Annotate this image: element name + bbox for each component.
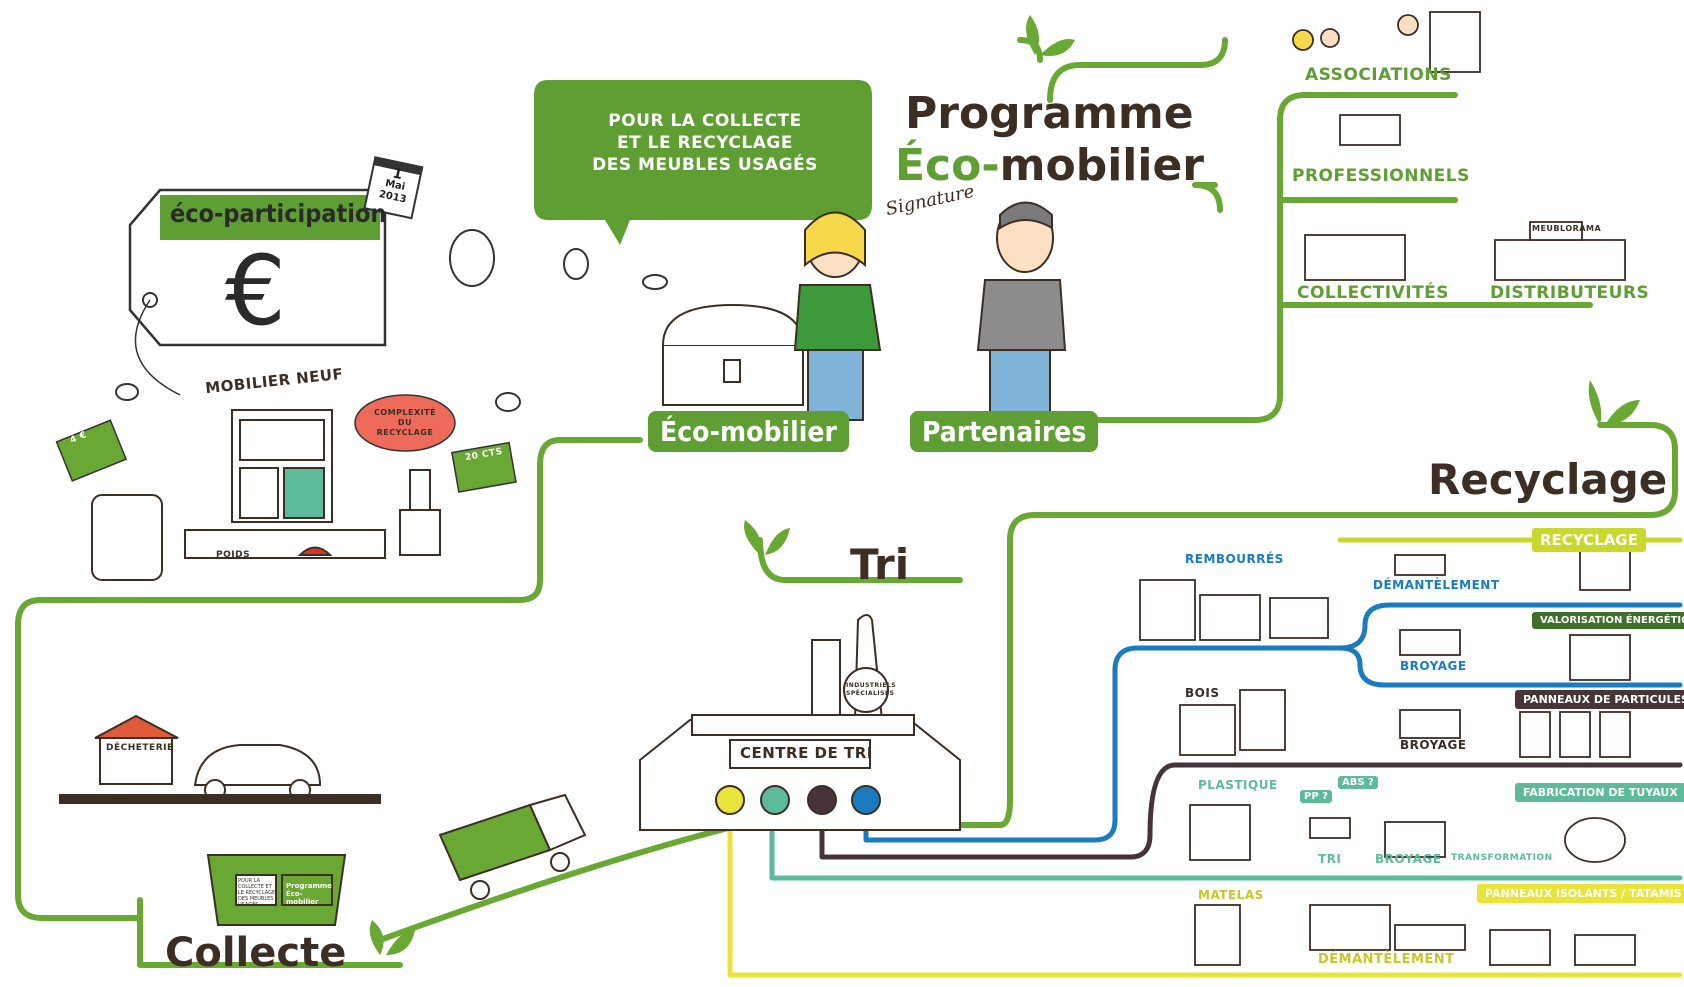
stream-transformation: TRANSFORMATION (1451, 853, 1553, 863)
eco-participation-label: éco-participation (170, 199, 387, 228)
stream-broyage-3: BROYAGE (1375, 852, 1442, 866)
tri-label: Tri (850, 540, 910, 589)
poids-label: POIDS (216, 550, 251, 560)
partner-professionnels: PROFESSIONNELS (1292, 166, 1470, 186)
recyclage-label: Recyclage (1428, 455, 1668, 504)
industriels-badge: INDUSTRIELS SPÉCIALISÉS (846, 682, 897, 698)
partner-collectivites: COLLECTIVITÉS (1297, 283, 1450, 303)
complexite-line2: DU (397, 418, 413, 427)
industriels-line2: SPÉCIALISÉS (846, 690, 895, 697)
eco-participation-tag (128, 188, 387, 396)
stream-broyage-1: BROYAGE (1400, 659, 1467, 673)
complexite-line1: COMPLEXITÉ (373, 408, 437, 417)
collecte-sketches (59, 714, 587, 926)
eco-mobilier-label: Éco-mobilier (648, 411, 849, 452)
speech-line1: POUR LA COLLECTE (608, 111, 802, 131)
partner-associations: ASSOCIATIONS (1305, 65, 1452, 85)
stream-rembourres: REMBOURRÉS (1185, 552, 1284, 566)
sorting-factory (639, 614, 961, 831)
program-title-prefix: Éco- (895, 140, 1000, 191)
treasure-chest (662, 303, 804, 406)
stream-abs-bubble: ABS ? (1338, 776, 1378, 789)
complexity-bubble (354, 394, 456, 452)
furniture-sketch (91, 409, 441, 581)
meublorama-sign: MEUBLORAMA (1532, 224, 1602, 233)
bin-small-text: POUR LA COLLECTE ET LE RECYCLAGE DES MEU… (238, 878, 276, 908)
stream-demantelement-2: DÉMANTÈLEMENT (1318, 952, 1455, 967)
speech-line2: ET LE RECYCLAGE (617, 133, 793, 153)
speech-bubble (534, 80, 872, 245)
program-title-suffix: mobilier (999, 140, 1204, 191)
euro-symbol: € (225, 235, 287, 347)
speech-line3: DES MEUBLES USAGÉS (592, 155, 818, 175)
complexite-line3: RECYCLAGE (376, 428, 434, 437)
program-title-line2: Éco-mobilier (895, 140, 1204, 191)
coin-icons (115, 229, 668, 412)
partner-distributeurs: DISTRIBUTEURS (1490, 283, 1650, 303)
dest-recyclage: RECYCLAGE (1532, 528, 1646, 552)
partenaires-label: Partenaires (910, 411, 1099, 452)
bin-program-text: Programme Éco-mobilier (286, 882, 332, 906)
stream-bois: BOIS (1185, 686, 1220, 700)
stream-pp-bubble: PP ? (1300, 790, 1332, 803)
dest-panneaux-particules: PANNEAUX DE PARTICULES (1515, 690, 1684, 709)
partner-sketches (1292, 11, 1626, 281)
stream-sketches (1139, 549, 1636, 966)
price-tags (55, 419, 517, 493)
program-title-line1: Programme (905, 88, 1194, 139)
dest-valorisation: VALORISATION ÉNERGÉTIQUE (1532, 612, 1684, 629)
sorting-lines (727, 537, 1683, 978)
calendar-icon (363, 156, 424, 220)
complexite-text: COMPLEXITÉ DU RECYCLAGE (365, 408, 445, 438)
stream-broyage-2: BROYAGE (1400, 738, 1467, 752)
handshake-people (793, 201, 1067, 423)
decheterie-sign: DÉCHETERIE (106, 743, 174, 753)
stream-plastique: PLASTIQUE (1198, 778, 1278, 792)
centre-de-tri-sign: CENTRE DE TRI (740, 744, 873, 762)
dest-isolants: PANNEAUX ISOLANTS / TATAMIS (1477, 884, 1684, 903)
industriels-line1: INDUSTRIELS (846, 682, 897, 689)
collecte-label: Collecte (165, 930, 347, 976)
stream-matelas: MATELAS (1198, 888, 1264, 902)
leaf-sprouts (369, 15, 1640, 955)
speech-text: POUR LA COLLECTE ET LE RECYCLAGE DES MEU… (560, 110, 850, 176)
dest-tuyaux: FABRICATION DE TUYAUX (1515, 783, 1684, 802)
stream-tri: TRI (1318, 852, 1342, 866)
stream-demantelement-1: DÉMANTÈLEMENT (1373, 578, 1500, 592)
